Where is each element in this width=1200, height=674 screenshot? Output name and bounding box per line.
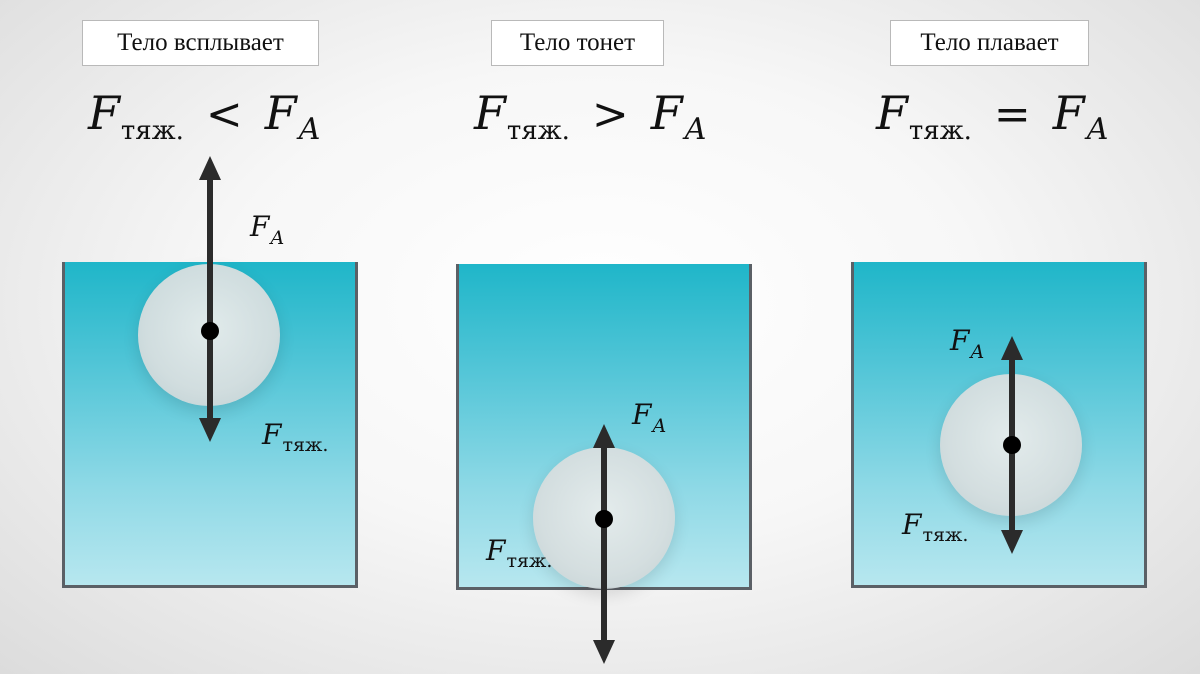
label-sinks: Тело тонет [491, 20, 664, 66]
buoyancy-subscript: A [1086, 112, 1109, 147]
label-text: Тело всплывает [117, 29, 284, 56]
buoyancy-symbol: F [264, 86, 297, 140]
gravity-symbol: F [474, 86, 506, 140]
comparison-operator: < [205, 89, 243, 140]
gravity-symbol: F [876, 86, 908, 140]
comparison-operator: > [591, 89, 629, 140]
gravity-subscript: тяж. [908, 116, 972, 146]
buoyancy-subscript: A [298, 112, 321, 147]
force-arrows-floats [1001, 336, 1023, 554]
label-text: Тело плавает [920, 29, 1059, 56]
label-text: Тело тонет [519, 29, 636, 56]
gravity-subscript: тяж. [120, 116, 184, 146]
label-floats-up: Тело всплывает [82, 20, 319, 66]
buoyancy-subscript: A [684, 112, 707, 147]
gravity-subscript: тяж. [506, 116, 570, 146]
force-arrows-sinks [593, 424, 615, 664]
buoyancy-symbol: F [1052, 86, 1085, 140]
gravity-symbol: F [88, 86, 120, 140]
buoyancy-symbol: F [650, 86, 683, 140]
label-floats: Тело плавает [890, 20, 1089, 66]
comparison-operator: = [993, 89, 1031, 140]
force-arrows-floats-up [199, 156, 221, 442]
